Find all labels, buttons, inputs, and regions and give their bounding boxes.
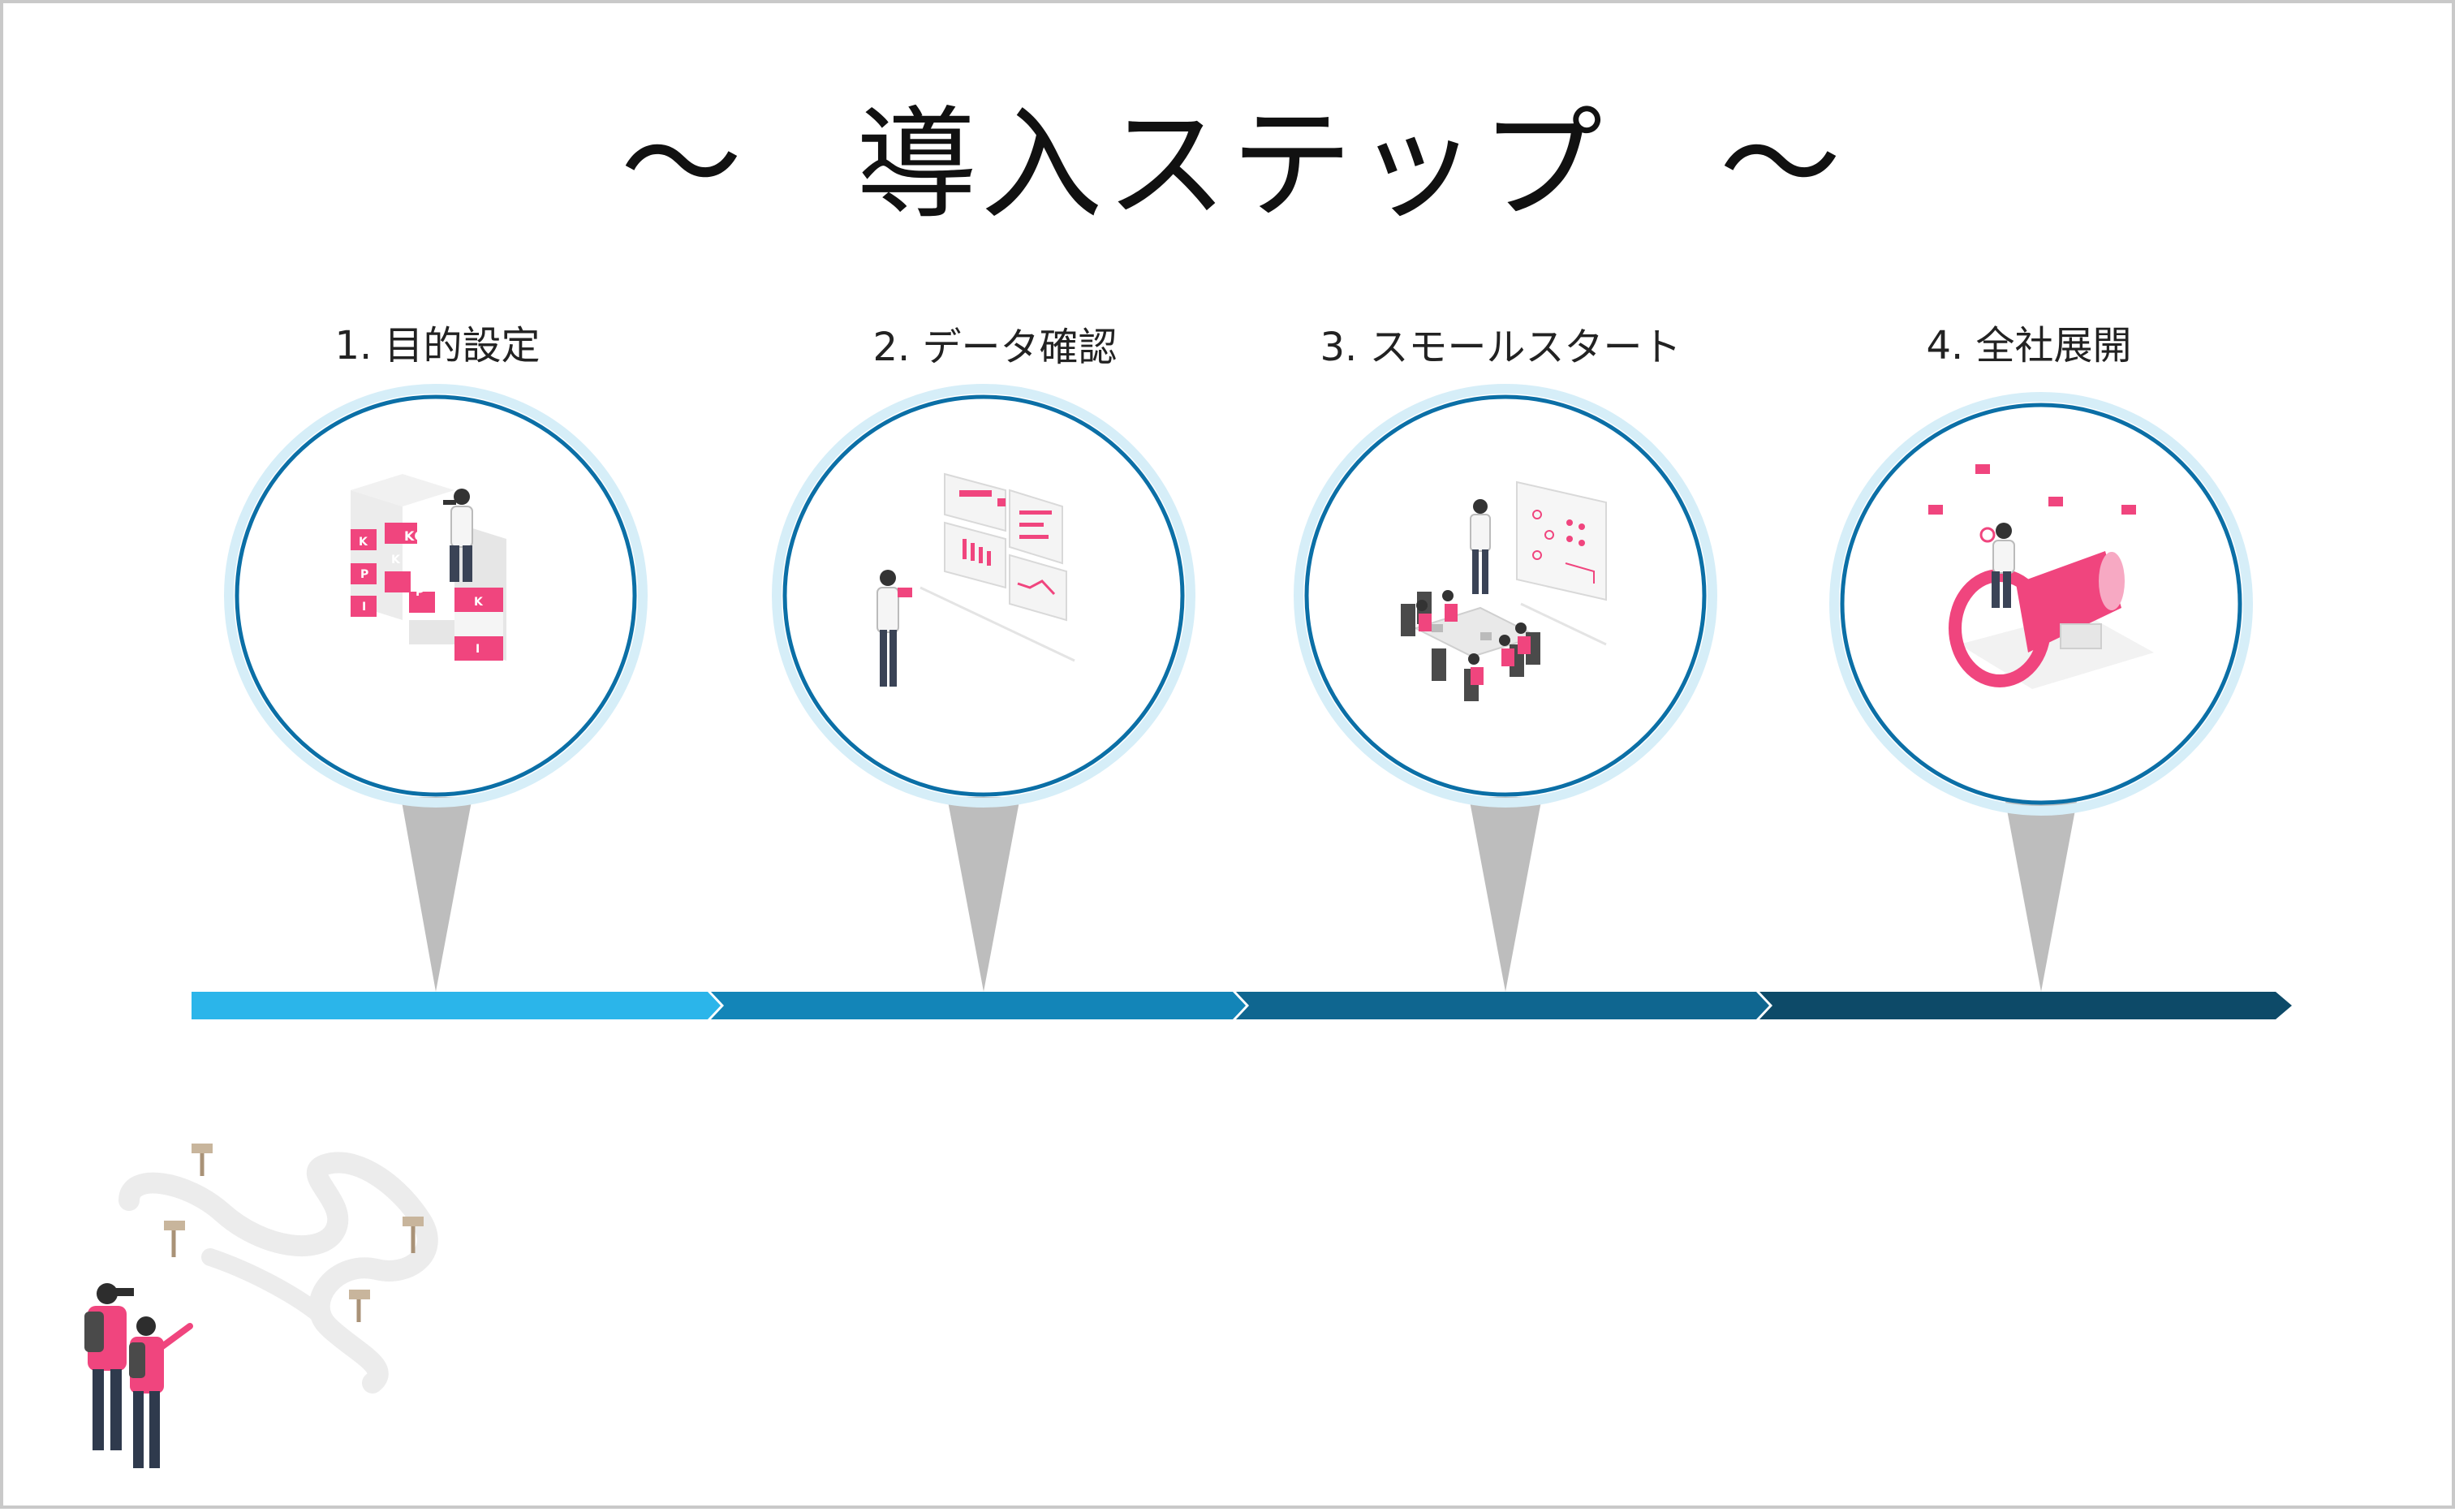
k-text-2: K [391, 554, 401, 566]
megaphone-illustration [1928, 464, 2154, 689]
meeting-room-illustration [1401, 480, 1607, 701]
timeline-segment-1 [192, 992, 721, 1019]
p-text-2: P [416, 586, 424, 599]
timeline-segment-4 [1759, 992, 2292, 1019]
data-dashboard-illustration [876, 472, 1075, 687]
kgi-kpi-blocks-illustration: KGI K K P P I K I [351, 474, 506, 661]
title-tilde-left: 〜 [620, 95, 743, 236]
i-text-1: I [362, 601, 366, 614]
step-3-label: 3. スモールスタート [1320, 325, 1682, 370]
title-text: 導入ステップ [855, 95, 1606, 236]
page-title: 〜 導入ステップ 〜 [3, 93, 2455, 239]
roadmap-people-illustration [84, 1144, 438, 1468]
kgi-text: KGI [404, 528, 429, 544]
step-1-label: 1. 目的設定 [334, 323, 541, 368]
timeline-segment-3 [1236, 992, 1769, 1019]
step-2-pointer [947, 797, 1020, 992]
step-4-marker [1829, 392, 2253, 816]
step-1-pointer [401, 797, 472, 992]
step-2-marker [772, 384, 1195, 808]
step-4-label: 4. 全社展開 [1926, 323, 2132, 368]
p-text-1: P [360, 568, 368, 581]
k-text-1: K [359, 536, 368, 549]
step-1-marker: KGI K K P P I K I [224, 384, 648, 808]
i-text-2: I [476, 643, 480, 656]
process-diagram: KGI K K P P I K I [84, 384, 2292, 1468]
step-4-pointer [2005, 797, 2078, 992]
step-3-pointer [1469, 797, 1542, 992]
timeline-segment-2 [711, 992, 1246, 1019]
step-2-label: 2. データ確認 [872, 325, 1118, 370]
step-3-marker [1294, 384, 1717, 808]
title-tilde-right: 〜 [1719, 95, 1841, 236]
k-text-3: K [474, 596, 484, 609]
